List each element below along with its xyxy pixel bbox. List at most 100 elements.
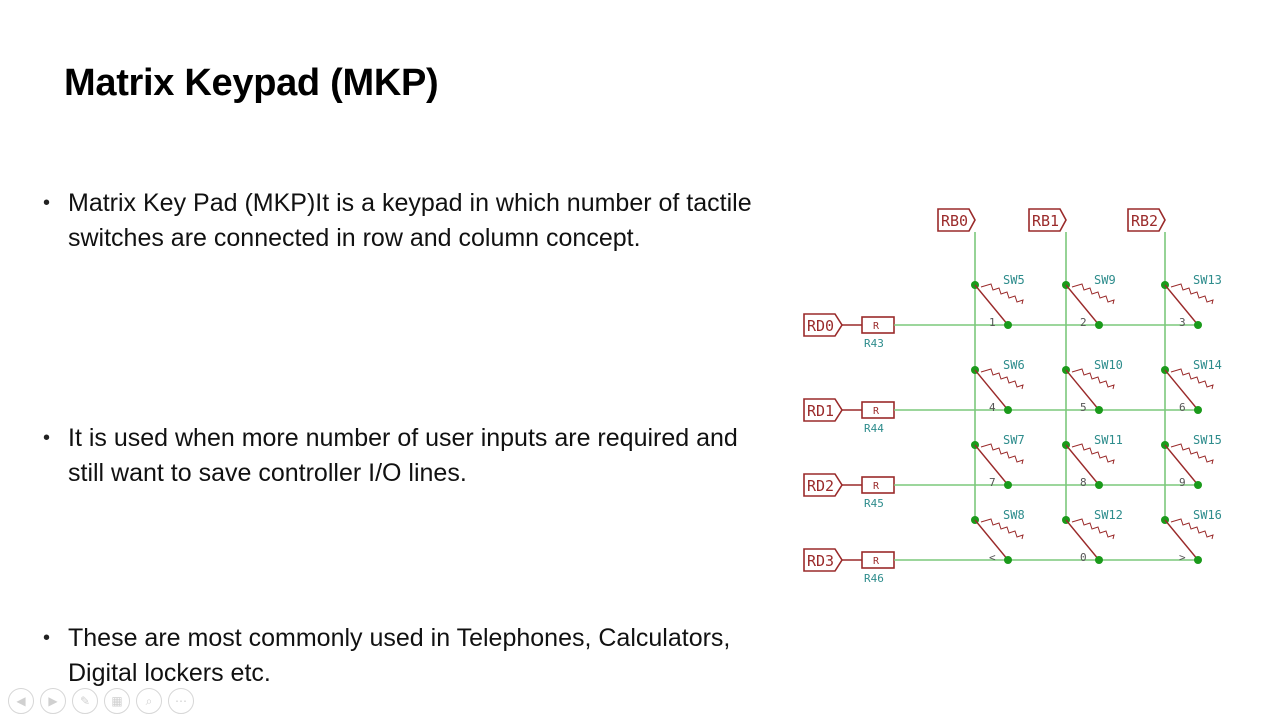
switch-label: SW7 xyxy=(1003,433,1025,447)
switch-contact xyxy=(1164,444,1199,486)
key-label: > xyxy=(1179,551,1186,564)
column-port-label: RB0 xyxy=(941,212,968,230)
junction-dot xyxy=(1194,406,1202,414)
junction-dot xyxy=(1095,321,1103,329)
switch-label: SW9 xyxy=(1094,273,1116,287)
switch-contact xyxy=(1065,284,1100,326)
switch-contact xyxy=(1065,369,1100,411)
switch-contact xyxy=(1065,519,1100,561)
bullet-item: • It is used when more number of user in… xyxy=(40,421,760,491)
switch-actuator xyxy=(980,283,1024,305)
row-port-tag xyxy=(803,313,843,337)
resistor-label: R45 xyxy=(864,497,884,510)
junction-dot xyxy=(1194,556,1202,564)
presenter-controls: ◀ ▶ ✎ ▦ ⌕ ⋯ xyxy=(8,688,194,714)
resistor-symbol: R xyxy=(873,481,880,492)
bullet-item: • These are most commonly used in Teleph… xyxy=(40,621,760,691)
junction-dot xyxy=(1004,321,1012,329)
column-port-tag xyxy=(1028,208,1067,232)
resistor-label: R44 xyxy=(864,422,884,435)
column-port-label: RB1 xyxy=(1032,212,1059,230)
junction-dot xyxy=(1004,481,1012,489)
switch-contact xyxy=(974,284,1009,326)
bullet-item: • Matrix Key Pad (MKP)It is a keypad in … xyxy=(40,186,760,256)
switch-label: SW8 xyxy=(1003,508,1025,522)
bullet-text: Matrix Key Pad (MKP)It is a keypad in wh… xyxy=(68,189,752,252)
bullet-text: It is used when more number of user inpu… xyxy=(68,424,738,487)
junction-dot xyxy=(1194,481,1202,489)
column-port-tag xyxy=(937,208,976,232)
zoom-icon[interactable]: ⌕ xyxy=(136,688,162,714)
bullet-list: • Matrix Key Pad (MKP)It is a keypad in … xyxy=(40,186,760,687)
junction-dot xyxy=(1095,481,1103,489)
switch-label: SW6 xyxy=(1003,358,1025,372)
key-label: 3 xyxy=(1179,316,1186,329)
key-label: 7 xyxy=(989,476,996,489)
bullet-dot-icon: • xyxy=(43,627,51,649)
switch-label: SW10 xyxy=(1094,358,1123,372)
junction-dot xyxy=(1095,556,1103,564)
key-label: 9 xyxy=(1179,476,1186,489)
row-port-tag xyxy=(803,398,843,422)
switch-actuator xyxy=(1170,368,1214,390)
key-label: 1 xyxy=(989,316,996,329)
switch-label: SW11 xyxy=(1094,433,1123,447)
resistor-label: R46 xyxy=(864,572,884,585)
switch-actuator xyxy=(1071,518,1115,540)
switch-label: SW15 xyxy=(1193,433,1222,447)
key-label: 5 xyxy=(1080,401,1087,414)
switch-actuator xyxy=(1071,443,1115,465)
pen-icon[interactable]: ✎ xyxy=(72,688,98,714)
switch-contact xyxy=(974,444,1009,486)
row-port-label: RD2 xyxy=(807,477,834,495)
junction-dot xyxy=(1095,406,1103,414)
switch-actuator xyxy=(1071,368,1115,390)
slides-icon[interactable]: ▦ xyxy=(104,688,130,714)
switch-actuator xyxy=(980,518,1024,540)
switch-actuator xyxy=(1170,283,1214,305)
column-port-label: RB2 xyxy=(1131,212,1158,230)
switch-label: SW12 xyxy=(1094,508,1123,522)
switch-contact xyxy=(974,369,1009,411)
row-port-tag xyxy=(803,473,843,497)
switch-label: SW16 xyxy=(1193,508,1222,522)
key-label: 4 xyxy=(989,401,996,414)
switch-contact xyxy=(1164,284,1199,326)
switch-actuator xyxy=(980,443,1024,465)
key-label: < xyxy=(989,551,996,564)
switch-label: SW5 xyxy=(1003,273,1025,287)
key-label: 8 xyxy=(1080,476,1087,489)
previous-icon[interactable]: ◀ xyxy=(8,688,34,714)
column-port-tag xyxy=(1127,208,1166,232)
junction-dot xyxy=(1004,406,1012,414)
resistor-symbol: R xyxy=(873,321,880,332)
bullet-dot-icon: • xyxy=(43,427,51,449)
more-icon[interactable]: ⋯ xyxy=(168,688,194,714)
bullet-dot-icon: • xyxy=(43,192,51,214)
bullet-text: These are most commonly used in Telephon… xyxy=(68,624,731,687)
row-port-label: RD1 xyxy=(807,402,834,420)
switch-contact xyxy=(974,519,1009,561)
switch-label: SW14 xyxy=(1193,358,1222,372)
switch-contact xyxy=(1065,444,1100,486)
row-port-label: RD3 xyxy=(807,552,834,570)
switch-label: SW13 xyxy=(1193,273,1222,287)
switch-actuator xyxy=(1170,443,1214,465)
junction-dot xyxy=(1004,556,1012,564)
row-port-label: RD0 xyxy=(807,317,834,335)
resistor-symbol: R xyxy=(873,556,880,567)
key-label: 6 xyxy=(1179,401,1186,414)
resistor-label: R43 xyxy=(864,337,884,350)
switch-contact xyxy=(1164,519,1199,561)
junction-dot xyxy=(1194,321,1202,329)
play-icon[interactable]: ▶ xyxy=(40,688,66,714)
row-port-tag xyxy=(803,548,843,572)
switch-contact xyxy=(1164,369,1199,411)
key-label: 2 xyxy=(1080,316,1087,329)
switch-actuator xyxy=(1170,518,1214,540)
switch-actuator xyxy=(1071,283,1115,305)
slide-title: Matrix Keypad (MKP) xyxy=(64,62,439,104)
switch-actuator xyxy=(980,368,1024,390)
resistor-symbol: R xyxy=(873,406,880,417)
